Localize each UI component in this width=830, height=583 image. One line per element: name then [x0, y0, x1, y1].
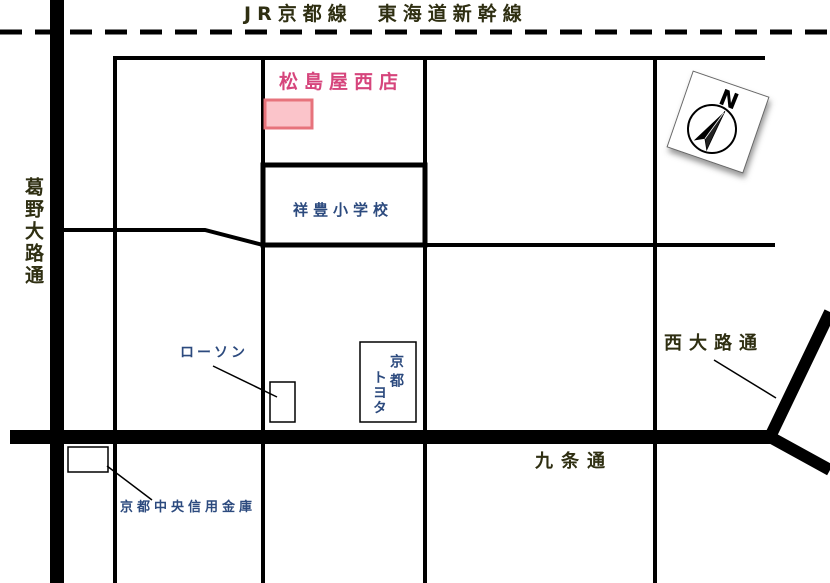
toyota-building — [359, 341, 417, 423]
north-arrow-icon: N — [666, 70, 770, 174]
toyota-label-line2: トヨタ — [371, 370, 387, 415]
bank-leader-line — [106, 465, 153, 501]
lawson-label: ローソン — [180, 345, 248, 361]
compass-arrow-split — [704, 112, 725, 139]
railway-label: JR京都線 東海道新幹線 — [244, 3, 528, 25]
destination-label: 松島屋西店 — [279, 71, 405, 93]
bank-building — [67, 446, 109, 473]
kujo-label: 九条通 — [535, 451, 613, 472]
street-middle-west — [62, 228, 264, 247]
lawson-building — [269, 381, 296, 423]
nishi-oji-leader-line — [713, 359, 777, 399]
nishi-oji-label: 西大路通 — [664, 333, 764, 354]
destination-marker — [263, 98, 314, 130]
school-block — [260, 162, 428, 248]
toyota-label-line1: 京都 — [388, 354, 404, 392]
nishi-oji-road — [764, 309, 830, 476]
school-label: 祥豊小学校 — [293, 201, 394, 219]
lawson-leader-line — [212, 365, 278, 398]
bank-label: 京都中央信用金庫 — [120, 500, 257, 515]
kadono-oji-label: 葛野大路通 — [22, 177, 44, 287]
